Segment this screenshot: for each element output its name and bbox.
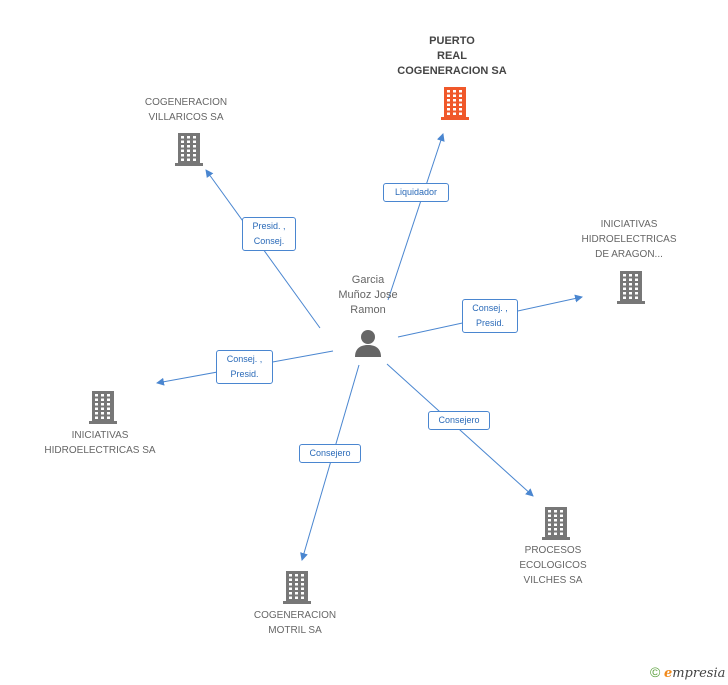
edge-line-puerto-real (387, 133, 445, 301)
edge-label-aragon[interactable]: Consej. , Presid. (462, 299, 518, 333)
edge-label-iniciativas[interactable]: Consej. , Presid. (216, 350, 273, 384)
footer-brand: © empresia (650, 664, 725, 681)
node-label-motril[interactable]: COGENERACION MOTRIL SA (253, 610, 337, 636)
building-icon-aragon[interactable] (616, 270, 646, 309)
edge-label-puerto-real[interactable]: Liquidador (383, 183, 449, 202)
edge-line-procesos (386, 363, 534, 497)
building-icon-iniciativas[interactable] (88, 390, 118, 429)
building-icon-procesos[interactable] (541, 506, 571, 545)
edge-label-procesos[interactable]: Consejero (428, 411, 490, 430)
edge-label-villaricos[interactable]: Presid. , Consej. (242, 217, 296, 251)
node-label-puerto-real[interactable]: PUERTO REAL COGENERACION SA (397, 35, 507, 77)
copyright-symbol: © (650, 664, 661, 680)
node-label-procesos[interactable]: PROCESOS ECOLOGICOS VILCHES SA (519, 545, 587, 586)
node-label-aragon[interactable]: INICIATIVAS HIDROELECTRICAS DE ARAGON... (581, 219, 677, 260)
building-icon-puerto-real[interactable] (440, 86, 470, 125)
building-icon-villaricos[interactable] (174, 132, 204, 171)
person-icon[interactable] (353, 328, 383, 358)
center-person-name[interactable]: Garcia Muñoz Jose Ramon (338, 274, 398, 316)
edge-label-motril[interactable]: Consejero (299, 444, 361, 463)
building-icon-motril[interactable] (282, 570, 312, 609)
node-label-villaricos[interactable]: COGENERACION VILLARICOS SA (144, 97, 228, 123)
node-label-iniciativas[interactable]: INICIATIVAS HIDROELECTRICAS SA (44, 430, 156, 456)
empresia-logo: empresia (663, 666, 726, 681)
